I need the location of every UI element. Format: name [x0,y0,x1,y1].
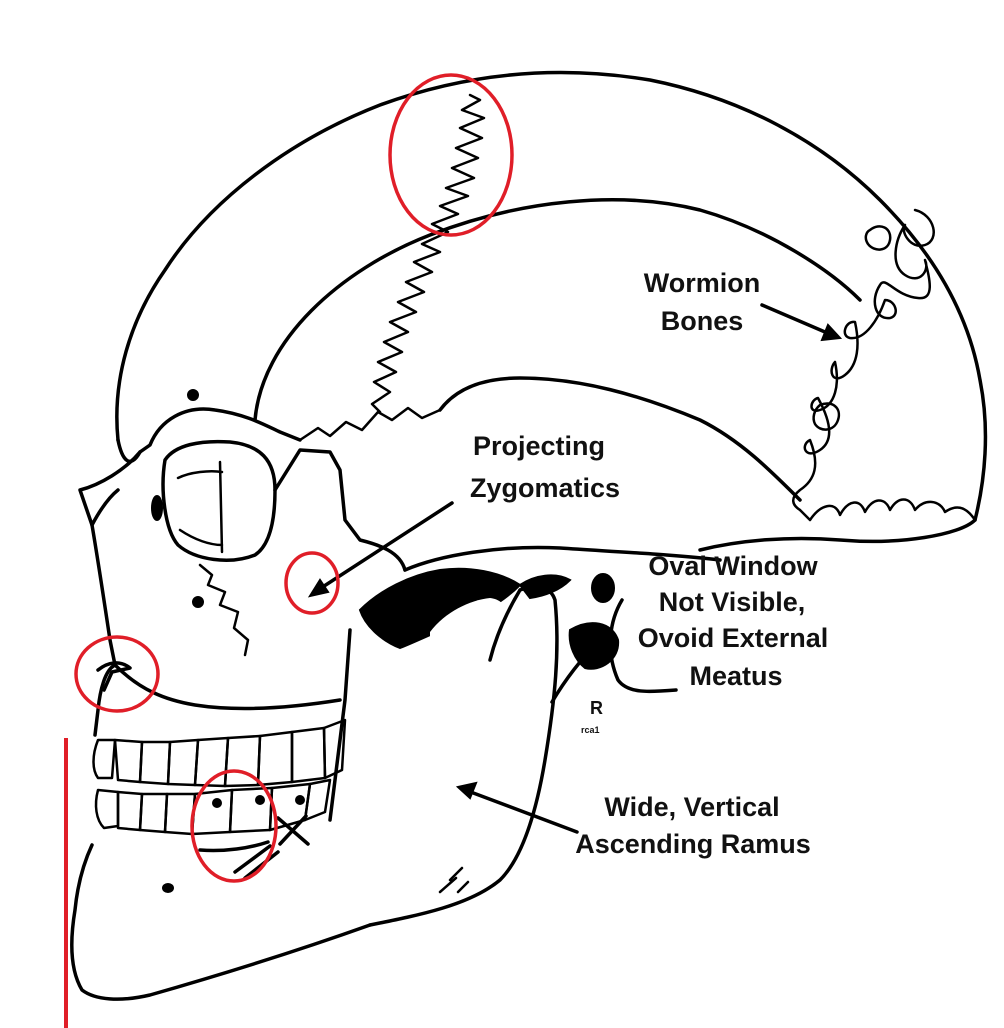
cranial-vault-outline [115,70,988,522]
zygomaticomaxillary-suture [198,563,250,657]
lacrimal-foramen [151,495,163,521]
zygomatic-bone [273,448,407,572]
wormian-bone-cluster-upper [864,225,892,251]
label-wormion-line2: Bones [661,306,744,336]
infraorbital-foramen [192,596,204,608]
label-oval-line3: Ovoid External [638,623,829,653]
arrow-wormion [760,303,843,342]
mental-foramen [162,883,174,893]
upper-teeth [92,718,347,788]
tooth-dot-2 [255,795,265,805]
arrow-ramus [455,781,579,834]
missing-tooth-x-mark [276,814,310,846]
external-acoustic-meatus [591,573,615,603]
condyle-highlight [430,598,505,640]
supraorbital-foramen [187,389,199,401]
label-zygomatics-line1: Projecting [473,431,605,461]
tooth-dot-1 [212,798,222,808]
label-oval-line4: Meatus [689,661,782,691]
occipital-suture [798,498,977,522]
lambdoid-suture-wormian-bones [792,208,935,512]
label-oval-line2: Not Visible, [659,587,806,617]
maxilla-outline [113,663,342,711]
mandible-body-outline [70,843,372,1001]
orbit-outline [161,439,277,562]
wormian-bone-cluster-lower [812,402,841,431]
mandible-condyle-neck [488,588,522,662]
tooth-dot-3 [295,795,305,805]
dentition-highlight [190,769,278,883]
articular-eminence-dark [518,574,572,600]
temporal-squama [438,376,802,502]
arrow-zygomatics [307,501,454,598]
label-wormion-line1: Wormion [644,268,761,298]
nasal-spine-highlight [74,635,160,713]
artist-signature-sub: rca1 [581,725,600,735]
orbit-inner-lines [176,460,224,554]
nasal-bones [78,450,142,527]
squamosal-suture [298,406,442,442]
occipital-base [698,518,977,552]
label-ramus-line2: Ascending Ramus [575,829,811,859]
forehead-brow-outline [116,407,302,464]
artist-signature: R [590,698,603,718]
anterior-nasal-spine [96,661,132,692]
label-oval-line1: Oval Window [648,551,818,581]
coronal-suture [370,93,486,414]
mandible-hatch-marks [438,866,470,894]
mandible-ramus-outline [328,585,559,927]
label-ramus-line1: Wide, Vertical [604,792,779,822]
zygomatic-arch [403,545,722,572]
sagittal-suture-highlight [388,73,514,237]
styloid-process [550,638,602,704]
arrow-oval-window [608,598,678,694]
face-front-outline [90,523,117,737]
temporal-line [253,198,862,422]
glenoid-fossa-dark [358,567,522,650]
zygomatic-highlight [284,551,340,615]
label-zygomatics-line2: Zygomatics [470,473,620,503]
